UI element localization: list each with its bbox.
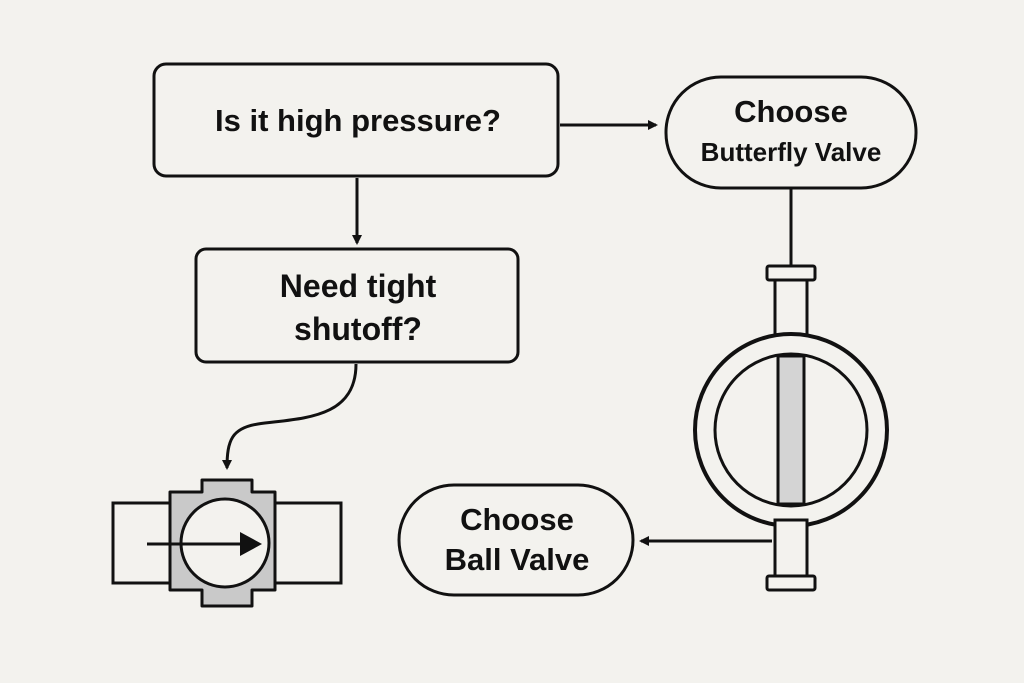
butterfly-valve-disc xyxy=(776,354,806,506)
decision-high-pressure: Is it high pressure? xyxy=(152,62,560,178)
decision-tight-shutoff-line1: Need tight xyxy=(280,268,437,304)
decision-tight-shutoff-line2: shutoff? xyxy=(294,311,422,347)
ball-valve-flow-arrowhead xyxy=(240,532,262,556)
result-ball-line1: Choose xyxy=(460,502,574,537)
decision-tight-shutoff: Need tight shutoff? xyxy=(194,247,520,364)
ball-valve-icon xyxy=(111,478,343,608)
butterfly-valve-icon xyxy=(693,189,889,592)
butterfly-valve-upper-shaft xyxy=(773,278,809,342)
ball-valve-right-pipe xyxy=(271,501,343,585)
result-ball-valve: Choose Ball Valve xyxy=(397,483,635,597)
result-butterfly-line1: Choose xyxy=(734,94,848,129)
butterfly-valve-top-flange xyxy=(765,264,817,282)
result-butterfly-line2: Butterfly Valve xyxy=(701,137,882,167)
arrow-shutoff-to-ball-valve-icon xyxy=(222,363,358,470)
result-butterfly-valve: Choose Butterfly Valve xyxy=(664,75,918,190)
butterfly-valve-lower-shaft xyxy=(773,518,809,578)
butterfly-valve-bottom-flange xyxy=(765,574,817,592)
decision-high-pressure-label: Is it high pressure? xyxy=(215,103,501,138)
result-ball-line2: Ball Valve xyxy=(445,542,590,577)
